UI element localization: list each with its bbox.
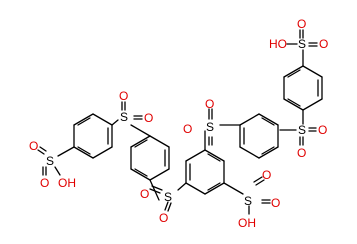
oxygen-atom-label: O [271, 196, 280, 210]
sulfonyl-bridge-center: S O O [183, 97, 241, 151]
oxygen-atom-label: O [144, 111, 153, 125]
oxygen-atom-label: O [318, 123, 327, 137]
oxygen-atom-label: O [319, 37, 328, 51]
sulfur-atom-label: S [206, 120, 214, 134]
oxygen-atom-label: O [140, 187, 149, 201]
sulfonic-acid-top: S O O HO [269, 17, 328, 67]
hydroxyl-label: OH [238, 216, 256, 230]
sulfonyl-bridge-right: S O O [279, 109, 327, 160]
sulfonic-acid-left: S O O OH [29, 139, 76, 190]
sulfur-atom-label: S [298, 123, 306, 137]
oxygen-atom-label: O [119, 89, 128, 103]
benzene-ring-top-right [283, 65, 323, 111]
oxygen-atom-label: O [183, 122, 192, 136]
benzene-ring-left [73, 113, 113, 159]
oxygen-atom-label: O [262, 168, 271, 182]
oxygen-atom-label: O [29, 139, 38, 153]
sulfur-atom-label: S [244, 194, 252, 208]
sulfonyl-bridge-upper-left: S O O [111, 89, 153, 137]
oxygen-atom-label: O [297, 146, 306, 160]
oxygen-atom-label: O [205, 97, 214, 111]
oxygen-atom-label: O [40, 176, 49, 190]
sulfur-atom-label: S [298, 37, 306, 51]
sulfonyl-bridge-left: S O O [140, 179, 187, 225]
hydroxyl-label: HO [269, 37, 287, 51]
benzene-ring-central [185, 149, 225, 195]
hydroxyl-label: OH [58, 176, 76, 190]
sulfur-atom-label: S [120, 110, 128, 124]
sulfonic-acid-bottom-right: S O O OH [223, 168, 280, 230]
sulfur-atom-label: S [164, 190, 172, 204]
oxygen-atom-label: O [159, 211, 168, 225]
oxygen-atom-label: O [297, 17, 306, 31]
benzene-ring-middle-left [130, 135, 170, 181]
sulfur-atom-label: S [46, 154, 54, 168]
benzene-ring-middle-right [239, 113, 279, 159]
